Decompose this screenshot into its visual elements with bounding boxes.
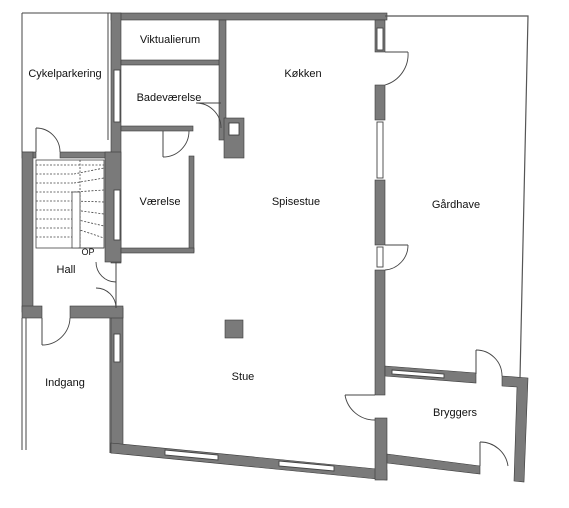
- label-vaerelse: Værelse: [140, 196, 181, 208]
- left-wing-walls: [21, 12, 124, 453]
- label-viktualierum: Viktualierum: [140, 34, 200, 46]
- label-spisestue: Spisestue: [272, 196, 320, 208]
- label-cykelparkering: Cykelparkering: [28, 68, 101, 80]
- label-indgang: Indgang: [45, 377, 85, 389]
- stue-column: [224, 319, 244, 339]
- interior-walls: [120, 19, 245, 339]
- label-badevaerelse: Badeværelse: [137, 92, 202, 104]
- label-kokken: Køkken: [284, 68, 321, 80]
- doors: [35, 51, 509, 467]
- label-bryggers: Bryggers: [433, 407, 478, 419]
- exterior-walls: [110, 12, 529, 483]
- label-stue: Stue: [232, 371, 255, 383]
- label-stair-op: OP: [81, 247, 94, 257]
- label-hall: Hall: [57, 264, 76, 276]
- windows: [113, 27, 445, 472]
- room-labels: Cykelparkering Viktualierum Køkken Badev…: [28, 34, 480, 419]
- label-gardhave: Gårdhave: [432, 199, 480, 211]
- staircase: [35, 159, 105, 249]
